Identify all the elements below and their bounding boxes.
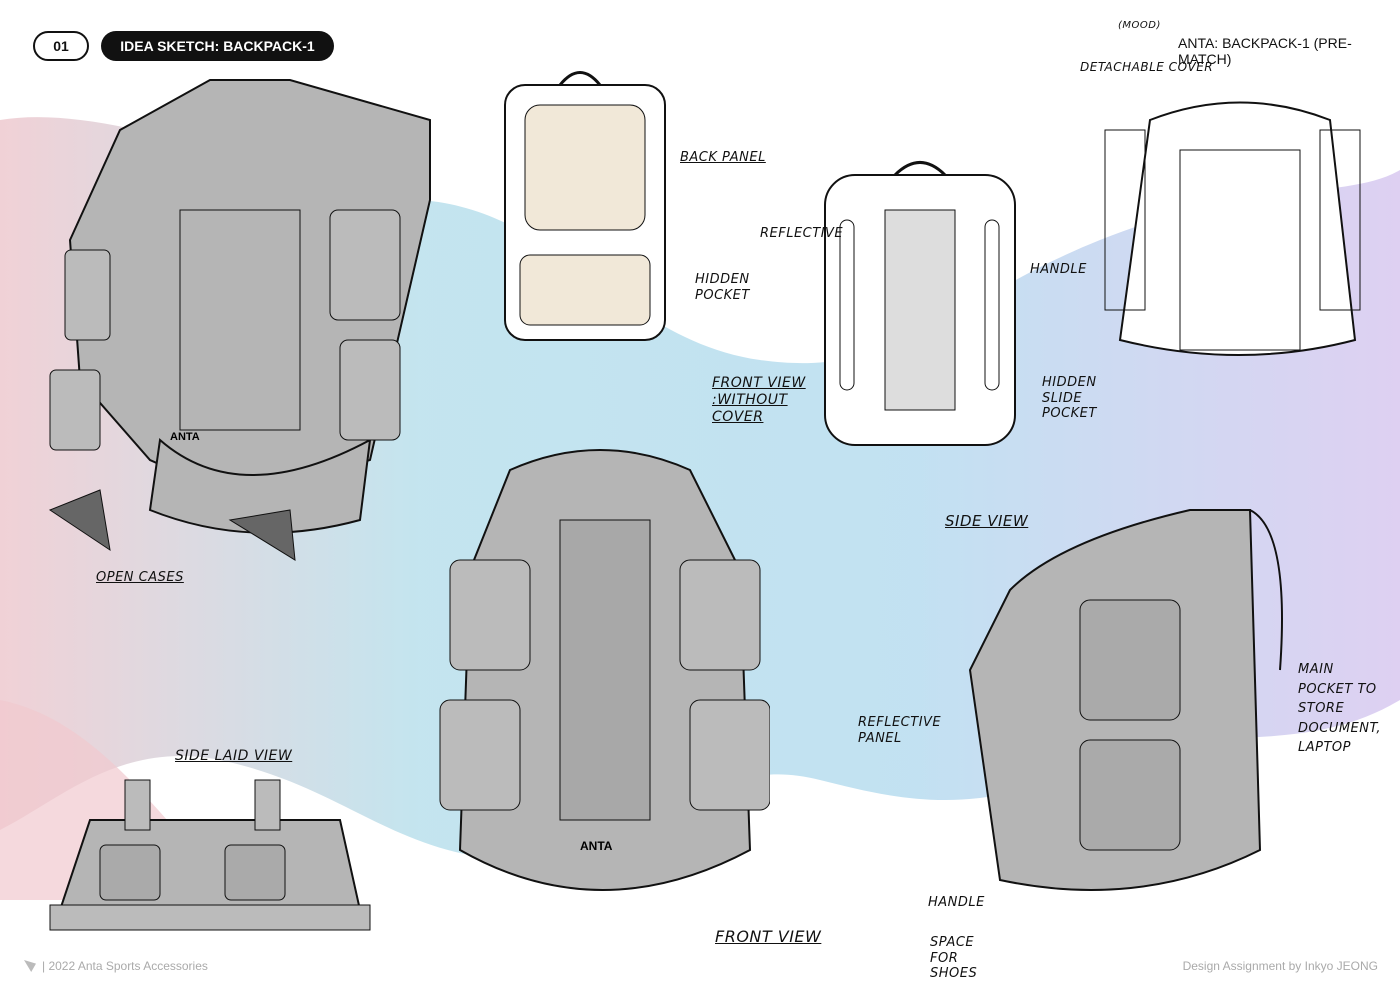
backpack-sketch-side-view — [968, 509, 1283, 891]
label-reflective-panel: REFLECTIVE PANEL — [858, 715, 942, 746]
label-front-view-without-cover: FRONT VIEW :WITHOUT COVER — [712, 375, 806, 425]
backpack-sketch-open-cases: ANTA — [48, 79, 431, 561]
label-side-view: SIDE VIEW — [945, 512, 1029, 530]
concept-title: ANTA: BACKPACK-1 (PRE-MATCH) — [1178, 35, 1352, 67]
label-main-pocket: MAIN POCKET TO STORE DOCUMENT, LAPTOP — [1298, 662, 1382, 755]
label-hidden-pocket: HIDDEN POCKET — [695, 272, 750, 303]
backpack-sketch-back-panel — [504, 71, 666, 341]
label-mood: (MOOD) — [1118, 20, 1161, 31]
label-side-laid-view: SIDE LAID VIEW — [175, 748, 293, 764]
backpack-sketch-front-view: ANTA — [439, 449, 770, 891]
backpack-sketch-side-laid-view — [49, 779, 371, 931]
label-reflective: REFLECTIVE — [760, 226, 844, 241]
footer-copyright: | 2022 Anta Sports Accessories — [42, 959, 208, 973]
label-handle-top: HANDLE — [1030, 262, 1087, 277]
label-open-cases: OPEN CASES — [96, 570, 184, 585]
backpack-sketch-front-without-cover — [824, 161, 1016, 446]
front-brand-mark: ANTA — [580, 839, 613, 853]
page-title: IDEA SKETCH: BACKPACK-1 — [101, 31, 334, 61]
anta-logo-icon — [24, 960, 36, 972]
brand-mark: ANTA — [170, 431, 200, 443]
label-hidden-slide-pocket: HIDDEN SLIDE POCKET — [1042, 375, 1097, 422]
label-back-panel: BACK PANEL — [680, 150, 766, 165]
footer-left: | 2022 Anta Sports Accessories — [24, 959, 208, 973]
label-handle-bottom: HANDLE — [928, 895, 985, 910]
label-space-for-shoes: SPACE FOR SHOES — [930, 935, 978, 982]
footer-credit: Design Assignment by Inkyo JEONG — [1182, 959, 1378, 973]
page-number-badge: 01 — [33, 31, 89, 61]
label-front-view: FRONT VIEW — [715, 927, 822, 946]
label-detachable-cover: DETACHABLE COVER — [1080, 60, 1214, 74]
backpack-sketch-pre-match — [1104, 101, 1361, 356]
